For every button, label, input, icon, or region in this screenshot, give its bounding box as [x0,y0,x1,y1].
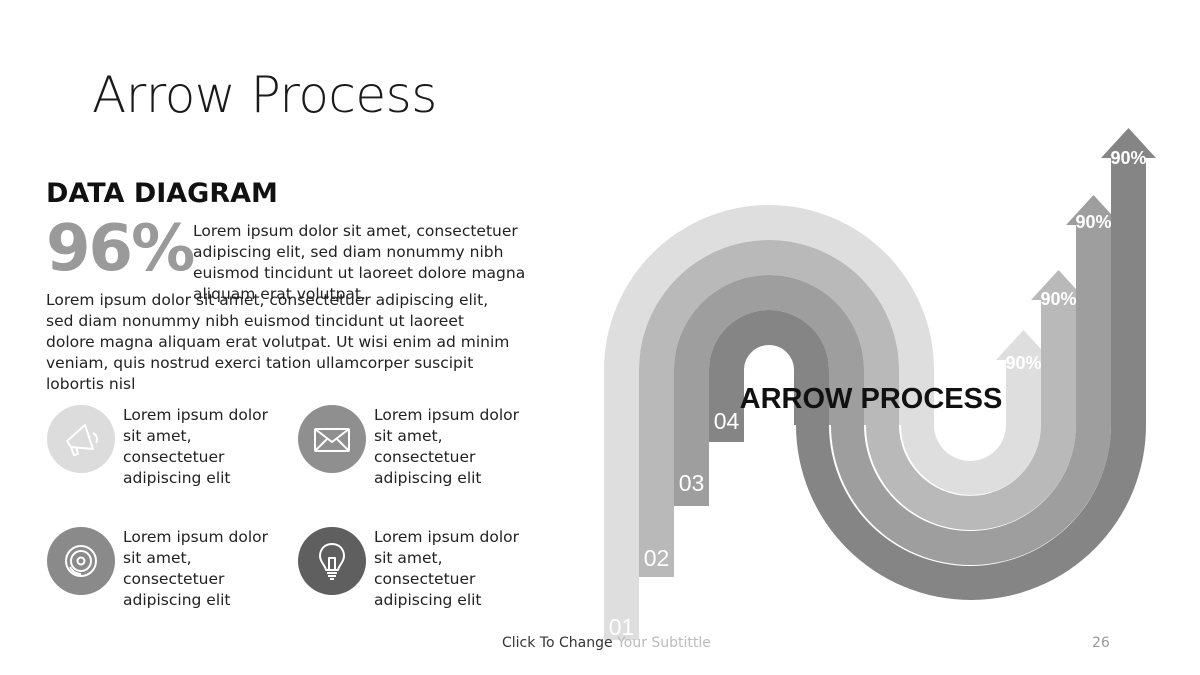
page-number: 26 [1092,635,1110,651]
center-label: ARROW PROCESS [740,383,1003,415]
feature-circle-3 [47,527,115,595]
big-percent: 96% [46,212,195,286]
envelope-icon [314,428,350,452]
body-paragraph: Lorem ipsum dolor sit amet, consectetuer… [46,291,510,393]
step-percent-03: 90% [1075,212,1111,232]
arrow-band-04 [709,128,1156,600]
step-percent-04: 90% [1110,148,1146,168]
megaphone-icon [66,424,98,456]
slide-title: Arrow Process [92,66,437,124]
section-heading: DATA DIAGRAM [46,178,278,209]
lightbulb-icon [319,543,345,580]
footer-subtitle-faded: Your Subtittle [617,635,711,651]
feature-circle-2 [298,405,366,473]
disc-icon [65,545,97,577]
footer-subtitle: Click To Change Your Subtittle [502,635,711,651]
step-percent-01: 90% [1005,353,1041,373]
arrow-band-03 [674,195,1121,565]
feature-circle-1 [47,405,115,473]
step-number-04: 04 [714,408,740,434]
feature-circle-4 [298,527,366,595]
feature-text-2: Lorem ipsum dolor sit amet, consectetuer… [374,406,519,487]
arrow-band-02 [639,240,1086,577]
feature-text-3: Lorem ipsum dolor sit amet, consectetuer… [123,528,268,609]
feature-text-4: Lorem ipsum dolor sit amet, consectetuer… [374,528,519,609]
step-number-01: 01 [609,614,635,640]
step-percent-02: 90% [1040,289,1076,309]
step-number-02: 02 [644,545,670,571]
step-number-03: 03 [679,470,705,496]
feature-text-1: Lorem ipsum dolor sit amet, consectetuer… [123,406,268,487]
intro-paragraph: Lorem ipsum dolor sit amet, consectetuer… [193,222,526,303]
footer-subtitle-dark: Click To Change [502,635,618,651]
